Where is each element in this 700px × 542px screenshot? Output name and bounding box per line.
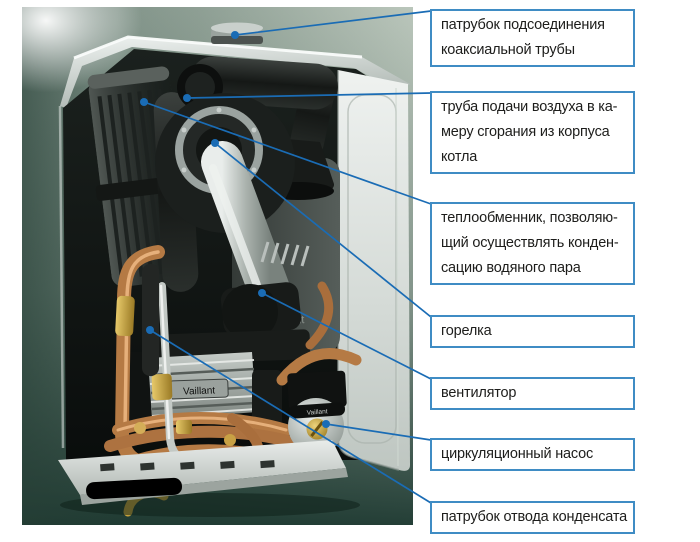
label-coaxial-pipe-connection: патрубок подсоединения коаксиальной труб… (430, 9, 635, 67)
callout-line-coaxial-pipe-connection (234, 10, 432, 36)
label-fan: вентилятор (430, 377, 635, 410)
callout-dot-condensate-drain (146, 326, 154, 334)
label-line: теплообменник, позволяю- (441, 210, 618, 226)
label-line: меру сгорания из корпуса (441, 124, 610, 140)
label-line: щий осуществлять конден- (441, 235, 619, 251)
callout-line-condensate-drain (149, 329, 432, 504)
callout-line-heat-exchanger (143, 101, 432, 205)
label-line: циркуляционный насос (441, 446, 594, 462)
finned-bracket (260, 241, 310, 267)
callout-lines (143, 10, 432, 504)
callout-dot-air-supply-pipe (183, 94, 191, 102)
label-burner: горелка (430, 315, 635, 348)
callout-dot-coaxial-pipe-connection (231, 31, 239, 39)
callout-line-fan (261, 292, 432, 380)
label-line: сацию водяного пара (441, 260, 581, 276)
callout-dot-fan (258, 289, 266, 297)
label-line: коаксиальной трубы (441, 42, 575, 58)
label-air-supply-pipe: труба подачи воздуха в ка- меру сгорания… (430, 91, 635, 174)
fan-assembly (201, 141, 310, 340)
callout-line-air-supply-pipe (186, 92, 432, 99)
label-line: вентилятор (441, 385, 517, 401)
label-line: патрубок подсоединения (441, 17, 605, 33)
callout-line-burner (214, 142, 432, 318)
condensate-tube (142, 264, 159, 376)
callout-dot-heat-exchanger (140, 98, 148, 106)
label-line: горелка (441, 323, 492, 339)
vaillant-logo-heat-cell: Vaillant (183, 385, 216, 397)
callout-dot-burner (211, 139, 219, 147)
label-heat-exchanger: теплообменник, позволяю- щий осуществлят… (430, 202, 635, 285)
circulation-pump: Vaillant (287, 370, 347, 454)
callout-line-circulation-pump (325, 423, 432, 441)
bottom-tray (58, 440, 360, 517)
callout-dot-circulation-pump (322, 420, 330, 428)
label-line: патрубок отвода конденсата (441, 509, 627, 525)
label-circulation-pump: циркуляционный насос (430, 438, 635, 471)
vaillant-logo-pump: Vaillant (307, 408, 328, 416)
label-line: котла (441, 149, 478, 165)
label-condensate-drain: патрубок отвода конденсата (430, 501, 635, 534)
callout-dots (140, 31, 330, 428)
label-line: труба подачи воздуха в ка- (441, 99, 618, 115)
